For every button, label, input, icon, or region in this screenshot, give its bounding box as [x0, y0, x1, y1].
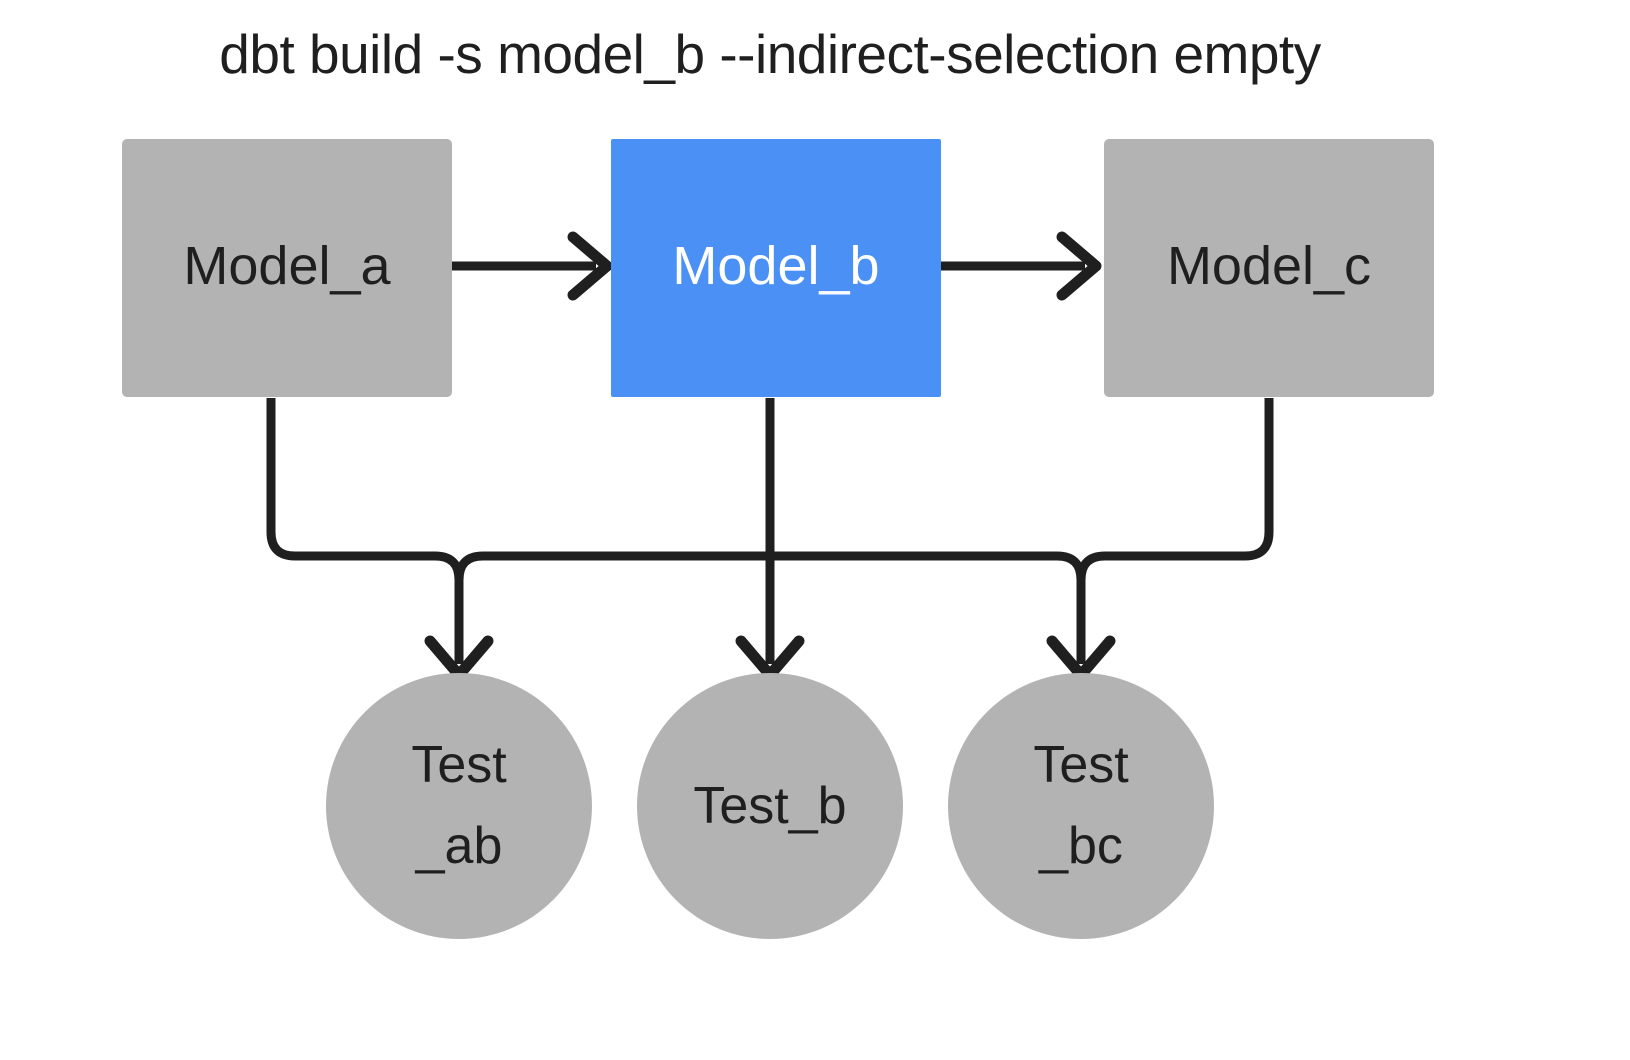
node-model_a[interactable]: Model_a	[122, 139, 452, 397]
edge-model_a-to-test_ab	[266, 398, 494, 681]
edge-model_c-to-test_bc	[1076, 398, 1274, 581]
diagram-title: dbt build -s model_b --indirect-selectio…	[219, 23, 1321, 85]
node-test_bc[interactable]: Test _bc	[948, 673, 1214, 939]
node-test_ab[interactable]: Test _ab	[326, 673, 592, 939]
node-model_a-label: Model_a	[183, 236, 391, 296]
node-model_b[interactable]: Model_b	[611, 139, 941, 397]
edge-model_b-to-model_c	[941, 231, 1102, 301]
edge-model_b-to-test_bc	[770, 551, 1116, 681]
edge-model_a-to-model_b	[452, 231, 613, 301]
node-model_b-label: Model_b	[672, 236, 880, 296]
node-test_ab-label: Test _ab	[411, 736, 507, 875]
edge-model_b-to-test_b	[735, 398, 805, 681]
node-test_b[interactable]: Test_b	[637, 673, 903, 939]
edge-model_b-to-test_ab	[454, 551, 770, 581]
node-test_bc-label: Test _bc	[1033, 736, 1129, 875]
node-test_b-label: Test_b	[693, 776, 847, 835]
node-model_c-label: Model_c	[1166, 236, 1372, 296]
node-model_c[interactable]: Model_c	[1104, 139, 1434, 397]
